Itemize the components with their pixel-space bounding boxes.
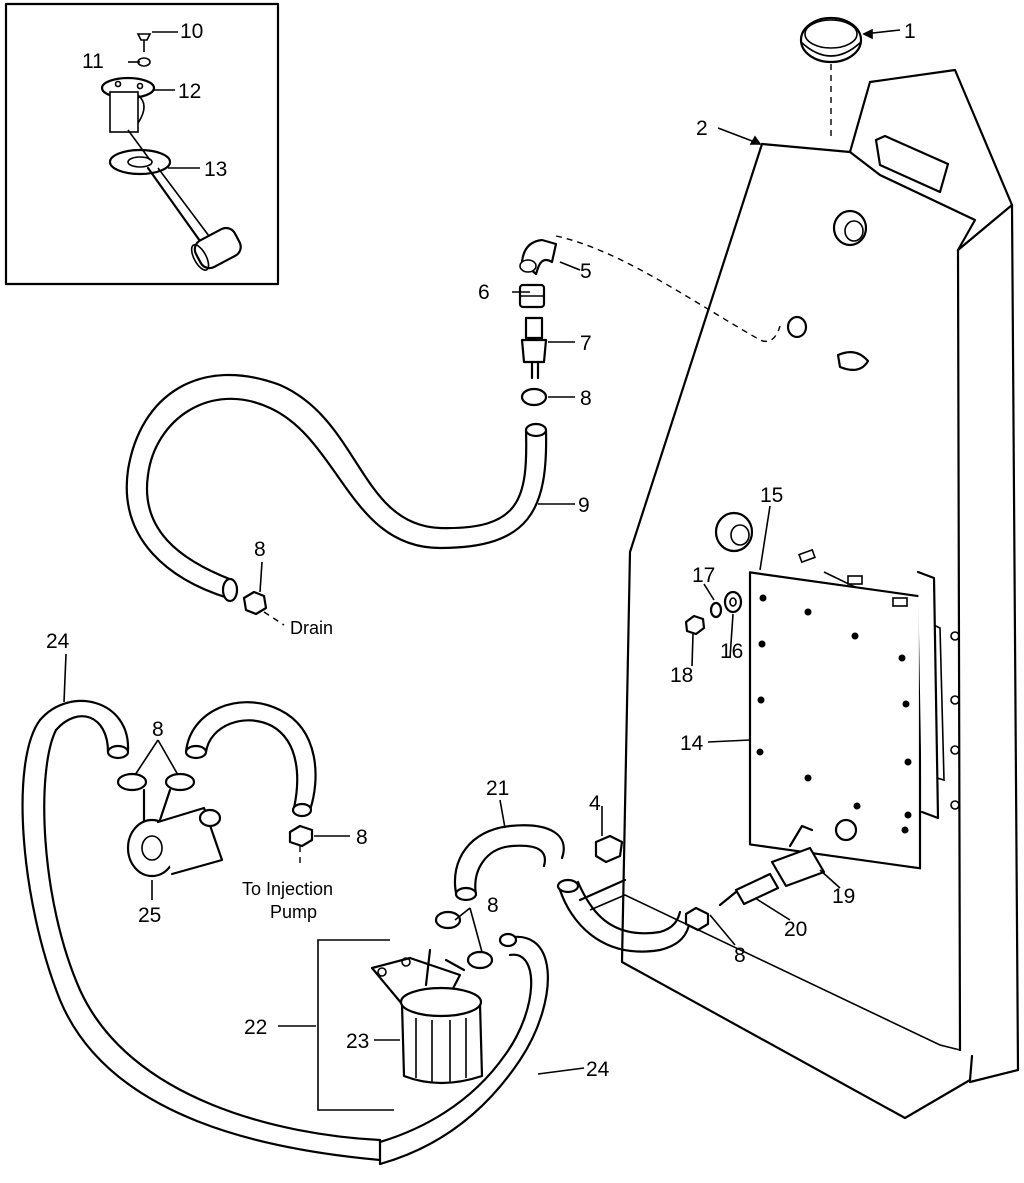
drain-hose bbox=[125, 373, 548, 626]
callout-9: 9 bbox=[578, 494, 590, 517]
callout-8-filter: 8 bbox=[487, 894, 499, 917]
access-cover bbox=[714, 511, 945, 870]
callout-15: 15 bbox=[760, 484, 783, 507]
callout-18: 18 bbox=[670, 664, 693, 687]
callout-6: 6 bbox=[478, 281, 490, 304]
callout-1: 1 bbox=[904, 20, 916, 43]
callout-8-drain: 8 bbox=[254, 538, 266, 561]
filler-cap bbox=[799, 16, 863, 140]
callout-11: 11 bbox=[82, 50, 104, 73]
injection-note-line1: To Injection bbox=[242, 879, 333, 899]
tank-outlet-fittings bbox=[518, 235, 781, 407]
drain-note: Drain bbox=[290, 618, 333, 638]
leader-lines bbox=[63, 28, 901, 1075]
callout-8-tank-clamp: 8 bbox=[734, 944, 746, 967]
callout-8-clamp-upper: 8 bbox=[580, 387, 592, 410]
shutoff-valve bbox=[594, 818, 858, 907]
callout-19: 19 bbox=[832, 885, 855, 908]
callout-16: 16 bbox=[720, 640, 743, 663]
callout-8-injection: 8 bbox=[356, 826, 368, 849]
callout-20: 20 bbox=[784, 918, 807, 941]
callout-24-right: 24 bbox=[586, 1058, 610, 1081]
sender-inset bbox=[4, 2, 280, 286]
callout-14: 14 bbox=[680, 732, 704, 755]
callout-5: 5 bbox=[580, 260, 592, 283]
callout-4: 4 bbox=[589, 792, 601, 815]
callout-7: 7 bbox=[580, 332, 592, 355]
callout-8-pump: 8 bbox=[152, 718, 164, 741]
callout-24-left: 24 bbox=[46, 630, 70, 653]
callout-25: 25 bbox=[138, 904, 161, 927]
lift-pump-assembly bbox=[21, 699, 382, 1166]
injection-note-line2: Pump bbox=[270, 902, 317, 922]
callout-labels: 1 2 4 5 6 7 8 9 8 10 11 12 13 14 15 16 1… bbox=[46, 20, 916, 1081]
fuel-tank bbox=[578, 68, 1020, 1120]
callout-10: 10 bbox=[180, 20, 203, 43]
callout-2: 2 bbox=[696, 117, 708, 140]
callout-21: 21 bbox=[486, 777, 509, 800]
callout-22: 22 bbox=[244, 1016, 267, 1039]
callout-17: 17 bbox=[692, 564, 715, 587]
callout-23: 23 bbox=[346, 1030, 369, 1053]
callout-13: 13 bbox=[204, 158, 227, 181]
cover-hardware bbox=[684, 590, 743, 636]
fuel-filter-assembly bbox=[317, 824, 710, 1166]
callout-12: 12 bbox=[178, 80, 201, 103]
